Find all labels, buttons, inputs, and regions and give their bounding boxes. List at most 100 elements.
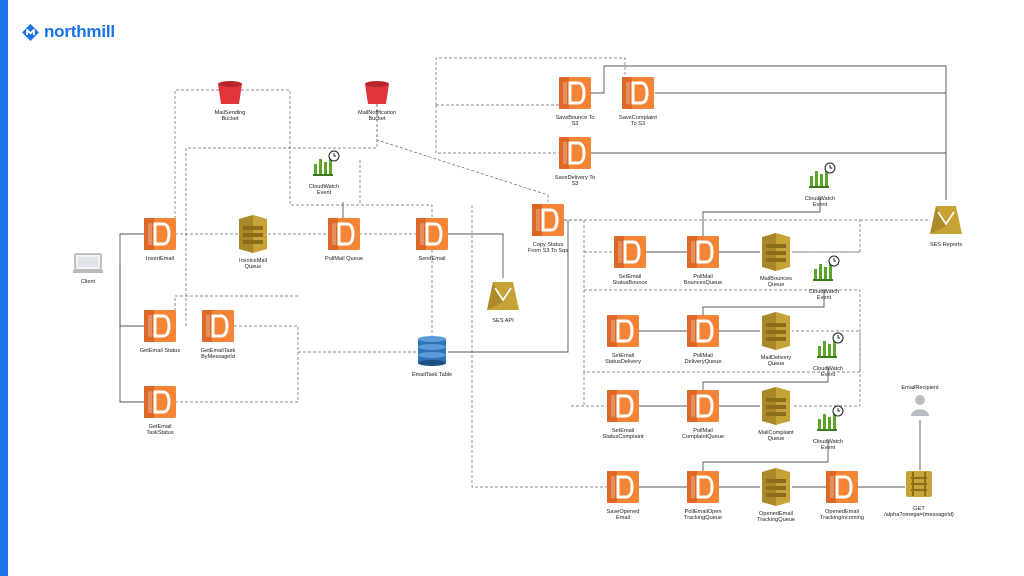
- connector-33: [174, 295, 298, 326]
- connector-35: [376, 104, 549, 205]
- connector-36: [435, 57, 626, 105]
- get_endpoint-label: GET/alpha?omega={messageId}: [884, 506, 954, 518]
- lambda-icon: [607, 471, 639, 503]
- lambda-node-get_email_status: GetEmail Status: [140, 310, 181, 354]
- sqs-icon: [239, 215, 267, 253]
- brand-logo: northmill: [22, 22, 115, 42]
- lambda-node-poll_mail_queue: PollMail Queue: [325, 218, 363, 262]
- connector-3: [119, 263, 145, 403]
- api-icon: [906, 471, 932, 497]
- connector-12: [702, 198, 821, 236]
- brand-accent-bar: [0, 0, 8, 576]
- sqs-icon: [762, 387, 790, 425]
- connector-2: [119, 263, 145, 327]
- dynamo-node-email_task_table: EmailTask Table: [412, 336, 452, 378]
- lambda-icon: [614, 236, 646, 268]
- get_email_status-label: GetEmail Status: [140, 348, 181, 354]
- connector-28: [174, 89, 433, 234]
- connector-lines: [119, 57, 947, 488]
- cw-icon: [817, 332, 844, 358]
- cw-icon: [813, 255, 840, 281]
- northmill-logo-icon: [22, 23, 39, 41]
- lambda-icon: [416, 218, 448, 250]
- connector-29: [185, 104, 378, 326]
- ses-icon: [930, 206, 962, 234]
- email_task_table-label: EmailTask Table: [412, 372, 452, 378]
- user-node-email_recipient: EmailRecipient: [901, 385, 939, 416]
- lambda-icon: [687, 315, 719, 347]
- lambda-icon: [607, 390, 639, 422]
- bucket-icon: [218, 81, 242, 104]
- lambda-node-insert_email: InsertEmail: [144, 218, 176, 262]
- poll_mail_queue-label: PollMail Queue: [325, 256, 363, 262]
- connector-6: [448, 220, 569, 353]
- bucket-icon: [365, 81, 389, 104]
- ses_api-label: SES API: [492, 318, 514, 324]
- client-node-client: Client: [73, 253, 103, 285]
- connector-9: [591, 152, 947, 200]
- lambda-icon: [559, 137, 591, 169]
- cw-icon: [817, 405, 844, 431]
- api-node-get_endpoint: GET/alpha?omega={messageId}: [884, 471, 954, 518]
- ses-node-ses_api: SES API: [487, 282, 519, 324]
- lambda-icon: [559, 77, 591, 109]
- lambda-icon: [607, 315, 639, 347]
- sqs-icon: [762, 312, 790, 350]
- user-icon: [911, 395, 929, 416]
- connector-5: [448, 233, 504, 278]
- lambda-icon: [687, 236, 719, 268]
- ses-icon: [487, 282, 519, 310]
- send_email-label: SendEmail: [418, 256, 445, 262]
- client-icon: [73, 253, 103, 273]
- connector-44: [584, 289, 861, 407]
- ses-node-ses_reports: SES Reports: [930, 206, 962, 248]
- lambda-icon: [144, 310, 176, 342]
- sqs-icon: [762, 233, 790, 271]
- lambda-icon: [144, 386, 176, 418]
- lambda-icon: [687, 471, 719, 503]
- cw-icon: [313, 150, 340, 176]
- connector-23: [702, 440, 829, 471]
- connector-32: [175, 325, 299, 403]
